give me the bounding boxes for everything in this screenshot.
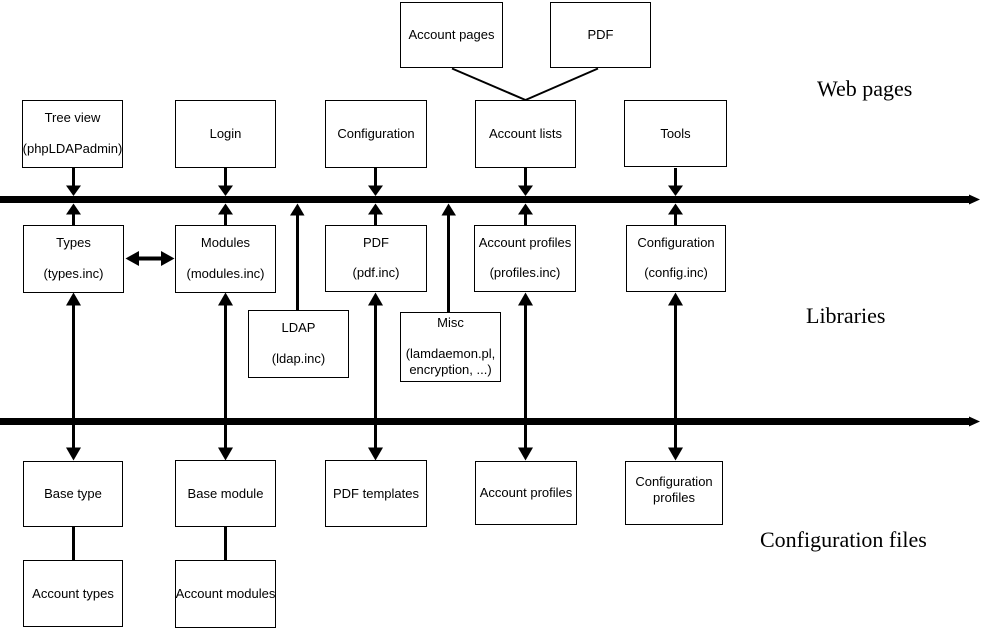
line-pdf-page-to-account-lists (525, 67, 599, 101)
node-label: Account pages (408, 27, 495, 42)
arrowhead-down-icon (368, 447, 383, 461)
node-label: Base module (187, 485, 264, 501)
section-label-config-files: Configuration files (760, 527, 927, 552)
arrowhead-down-icon (368, 185, 383, 196)
arrowhead-left-icon (125, 251, 139, 266)
node-sublabel: (ldap.inc) (271, 351, 326, 366)
arrowhead-down-icon (218, 185, 233, 196)
arrowhead-up-icon (518, 292, 533, 306)
bus-arrow-tip (969, 416, 980, 427)
arrowhead-down-icon (218, 447, 233, 461)
arrowhead-up-icon (66, 203, 81, 215)
arrowhead-up-icon (290, 203, 305, 216)
node-label: Misc (437, 315, 464, 330)
arrows-column-tools (668, 168, 683, 461)
arrowhead-up-icon (441, 203, 456, 216)
arrowhead-down-icon (518, 185, 533, 196)
arrowhead-up-icon (368, 203, 383, 215)
arrowhead-up-icon (218, 292, 233, 306)
arrowhead-right-icon (161, 251, 175, 266)
node-account-modules: Account modules (175, 560, 276, 628)
node-sublabel: (config.inc) (644, 265, 708, 280)
node-label: Login (209, 126, 242, 141)
node-tools: Tools (624, 100, 727, 167)
node-label: Types (56, 235, 91, 250)
node-account-profiles-file: Account profiles (475, 461, 577, 525)
node-account-pages: Account pages (400, 2, 503, 68)
node-account-types: Account types (23, 560, 123, 627)
node-ldap-lib: LDAP (ldap.inc) (248, 310, 349, 378)
node-tree-view: Tree view (phpLDAPadmin) (22, 100, 123, 168)
node-sublabel: (types.inc) (43, 266, 104, 281)
arrow-types-modules (125, 251, 175, 266)
line-account-pages-to-account-lists (451, 67, 526, 101)
node-sublabel: (pdf.inc) (352, 265, 400, 280)
arrowhead-down-icon (668, 447, 683, 461)
node-types-lib: Types (types.inc) (23, 225, 124, 293)
node-sublabel: profiles (653, 490, 695, 505)
node-label: Account profiles (478, 235, 572, 250)
bus-line-web-libraries (0, 194, 980, 205)
node-account-lists: Account lists (475, 100, 576, 168)
node-label: Account types (32, 585, 114, 601)
arrowhead-down-icon (668, 185, 683, 196)
arrows-column-tree-view (66, 168, 81, 561)
node-label: Configuration (637, 235, 715, 250)
arrowhead-down-icon (518, 447, 533, 461)
node-pdf-templates: PDF templates (325, 460, 427, 527)
node-pdf-page: PDF (550, 2, 651, 68)
arrowhead-up-icon (668, 203, 683, 215)
node-configuration-profiles-file: Configuration profiles (625, 461, 723, 525)
node-label: Configuration (635, 474, 713, 489)
node-base-module: Base module (175, 460, 276, 527)
arrowhead-up-icon (66, 292, 81, 306)
node-label: Tools (660, 125, 691, 141)
arrows-column-login (218, 168, 233, 561)
node-configuration-lib: Configuration (config.inc) (626, 225, 726, 292)
arrowhead-down-icon (66, 185, 81, 196)
section-label-web-pages: Web pages (817, 76, 913, 101)
node-label: Account profiles (479, 485, 573, 500)
section-label-libraries: Libraries (806, 303, 886, 328)
node-label: Base type (44, 486, 102, 501)
node-login: Login (175, 100, 276, 168)
node-sublabel: (modules.inc) (186, 266, 265, 281)
node-label: Tree view (44, 110, 101, 125)
node-configuration-page: Configuration (325, 100, 427, 168)
arrows-column-configuration (368, 168, 383, 461)
node-pdf-lib: PDF (pdf.inc) (325, 225, 427, 292)
node-sublabel: (phpLDAPadmin) (22, 141, 123, 156)
node-modules-lib: Modules (modules.inc) (175, 225, 276, 293)
bus-line-libraries-config (0, 416, 980, 427)
arrowhead-up-icon (218, 203, 233, 215)
node-sublabel: encryption, ...) (409, 362, 492, 377)
node-label: PDF (363, 235, 389, 250)
arrowhead-down-icon (66, 447, 81, 461)
node-label: LDAP (281, 320, 316, 335)
arrowhead-up-icon (518, 203, 533, 215)
node-misc-lib: Misc (lamdaemon.pl, encryption, ...) (400, 312, 501, 382)
node-label: Account lists (489, 126, 562, 141)
node-label: Account modules (175, 586, 276, 601)
node-label: Configuration (337, 126, 415, 141)
arrowhead-up-icon (368, 292, 383, 306)
arrow-misc-to-bus (441, 203, 456, 312)
node-base-type: Base type (23, 461, 123, 527)
arrow-ldap-to-bus (290, 203, 305, 310)
arrows-column-account-lists (518, 168, 533, 461)
bus-arrow-tip (969, 194, 980, 205)
node-label: PDF (587, 27, 614, 42)
arrowhead-up-icon (668, 292, 683, 306)
node-sublabel: (lamdaemon.pl, (405, 346, 496, 361)
node-label: Modules (200, 235, 251, 250)
node-account-profiles-lib: Account profiles (profiles.inc) (474, 225, 576, 292)
node-sublabel: (profiles.inc) (489, 265, 561, 280)
node-label: PDF templates (333, 485, 419, 501)
